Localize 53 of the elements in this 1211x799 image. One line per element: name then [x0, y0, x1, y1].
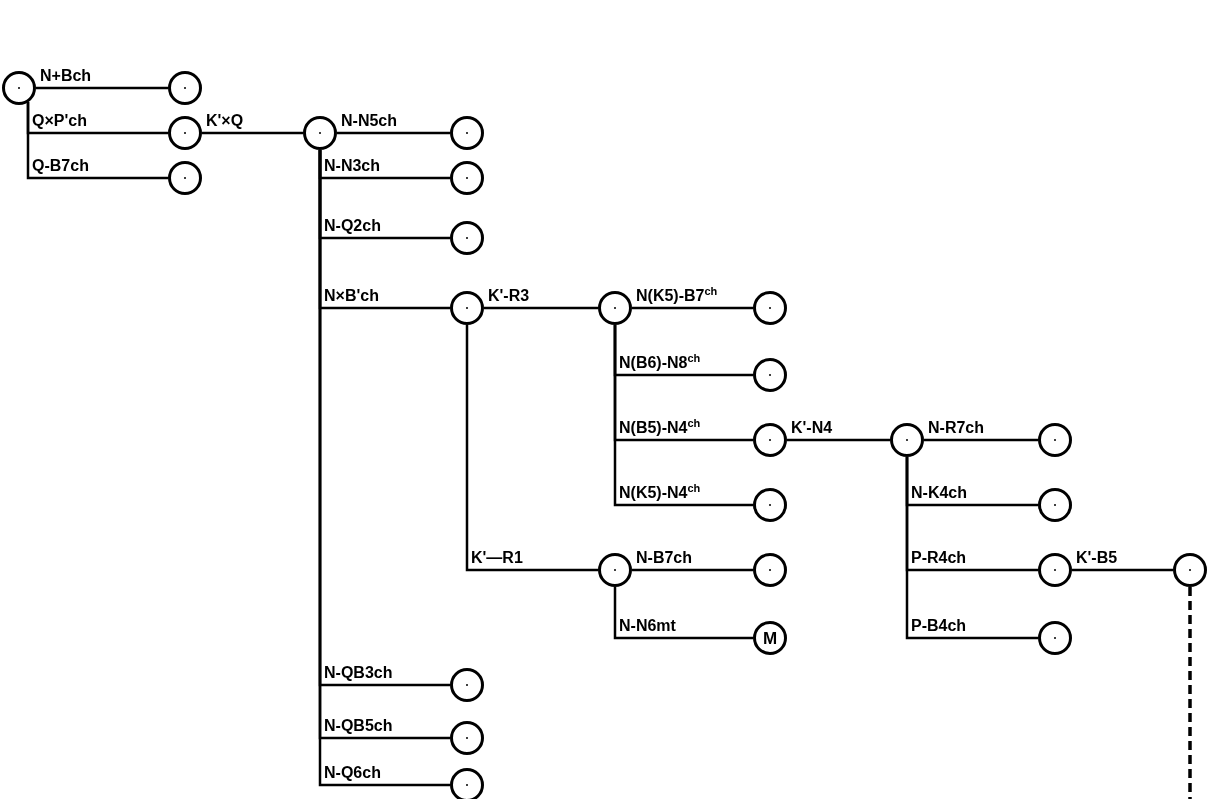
branch-line — [337, 131, 450, 135]
position-circle — [753, 358, 787, 392]
move-label: N-Q2ch — [323, 217, 382, 235]
position-circle — [753, 621, 787, 655]
position-circle — [1038, 621, 1072, 655]
position-circle — [598, 553, 632, 587]
branch-line — [924, 438, 1038, 442]
move-label: Q-B7ch — [31, 157, 90, 175]
branch-line — [613, 325, 753, 507]
branch-line — [484, 306, 598, 310]
move-label: Q×P'ch — [31, 112, 88, 130]
position-circle — [168, 161, 202, 195]
branch-line — [613, 587, 753, 640]
dashed-line — [1188, 587, 1192, 799]
branch-line — [26, 102, 168, 180]
position-circle — [450, 768, 484, 799]
position-circle — [1038, 488, 1072, 522]
position-circle — [450, 291, 484, 325]
move-label: N(K5)-N4$^{ch}$ — [618, 484, 702, 502]
position-circle — [450, 221, 484, 255]
move-label: N-Q6ch — [323, 764, 382, 782]
move-label: N(B6)-N8$^{ch}$ — [618, 354, 702, 372]
move-label: K'×Q — [205, 112, 245, 130]
branch-line — [202, 131, 303, 135]
move-label: N-QB5ch — [323, 717, 394, 735]
branch-line — [632, 306, 753, 310]
branch-line — [787, 438, 890, 442]
position-circle — [1038, 553, 1072, 587]
move-label: N(K5)-B7$^{ch}$ — [635, 287, 719, 305]
position-circle — [890, 423, 924, 457]
position-circle — [168, 71, 202, 105]
branch-line — [36, 86, 168, 90]
position-circle — [168, 116, 202, 150]
position-circle — [303, 116, 337, 150]
position-circle — [753, 553, 787, 587]
move-label: N(B5)-N4$^{ch}$ — [618, 419, 702, 437]
position-circle — [753, 423, 787, 457]
move-label: N-QB3ch — [323, 664, 394, 682]
branch-line — [905, 457, 1038, 640]
position-circle — [450, 721, 484, 755]
branch-line — [465, 325, 598, 572]
mate-mark: M — [762, 629, 778, 647]
position-circle — [450, 161, 484, 195]
position-circle — [1038, 423, 1072, 457]
position-circle — [753, 291, 787, 325]
branch-line — [632, 568, 753, 572]
branch-line — [1072, 568, 1173, 572]
position-circle — [450, 116, 484, 150]
position-circle — [753, 488, 787, 522]
position-circle — [1173, 553, 1207, 587]
position-circle — [598, 291, 632, 325]
position-circle — [2, 71, 36, 105]
position-circle — [450, 668, 484, 702]
